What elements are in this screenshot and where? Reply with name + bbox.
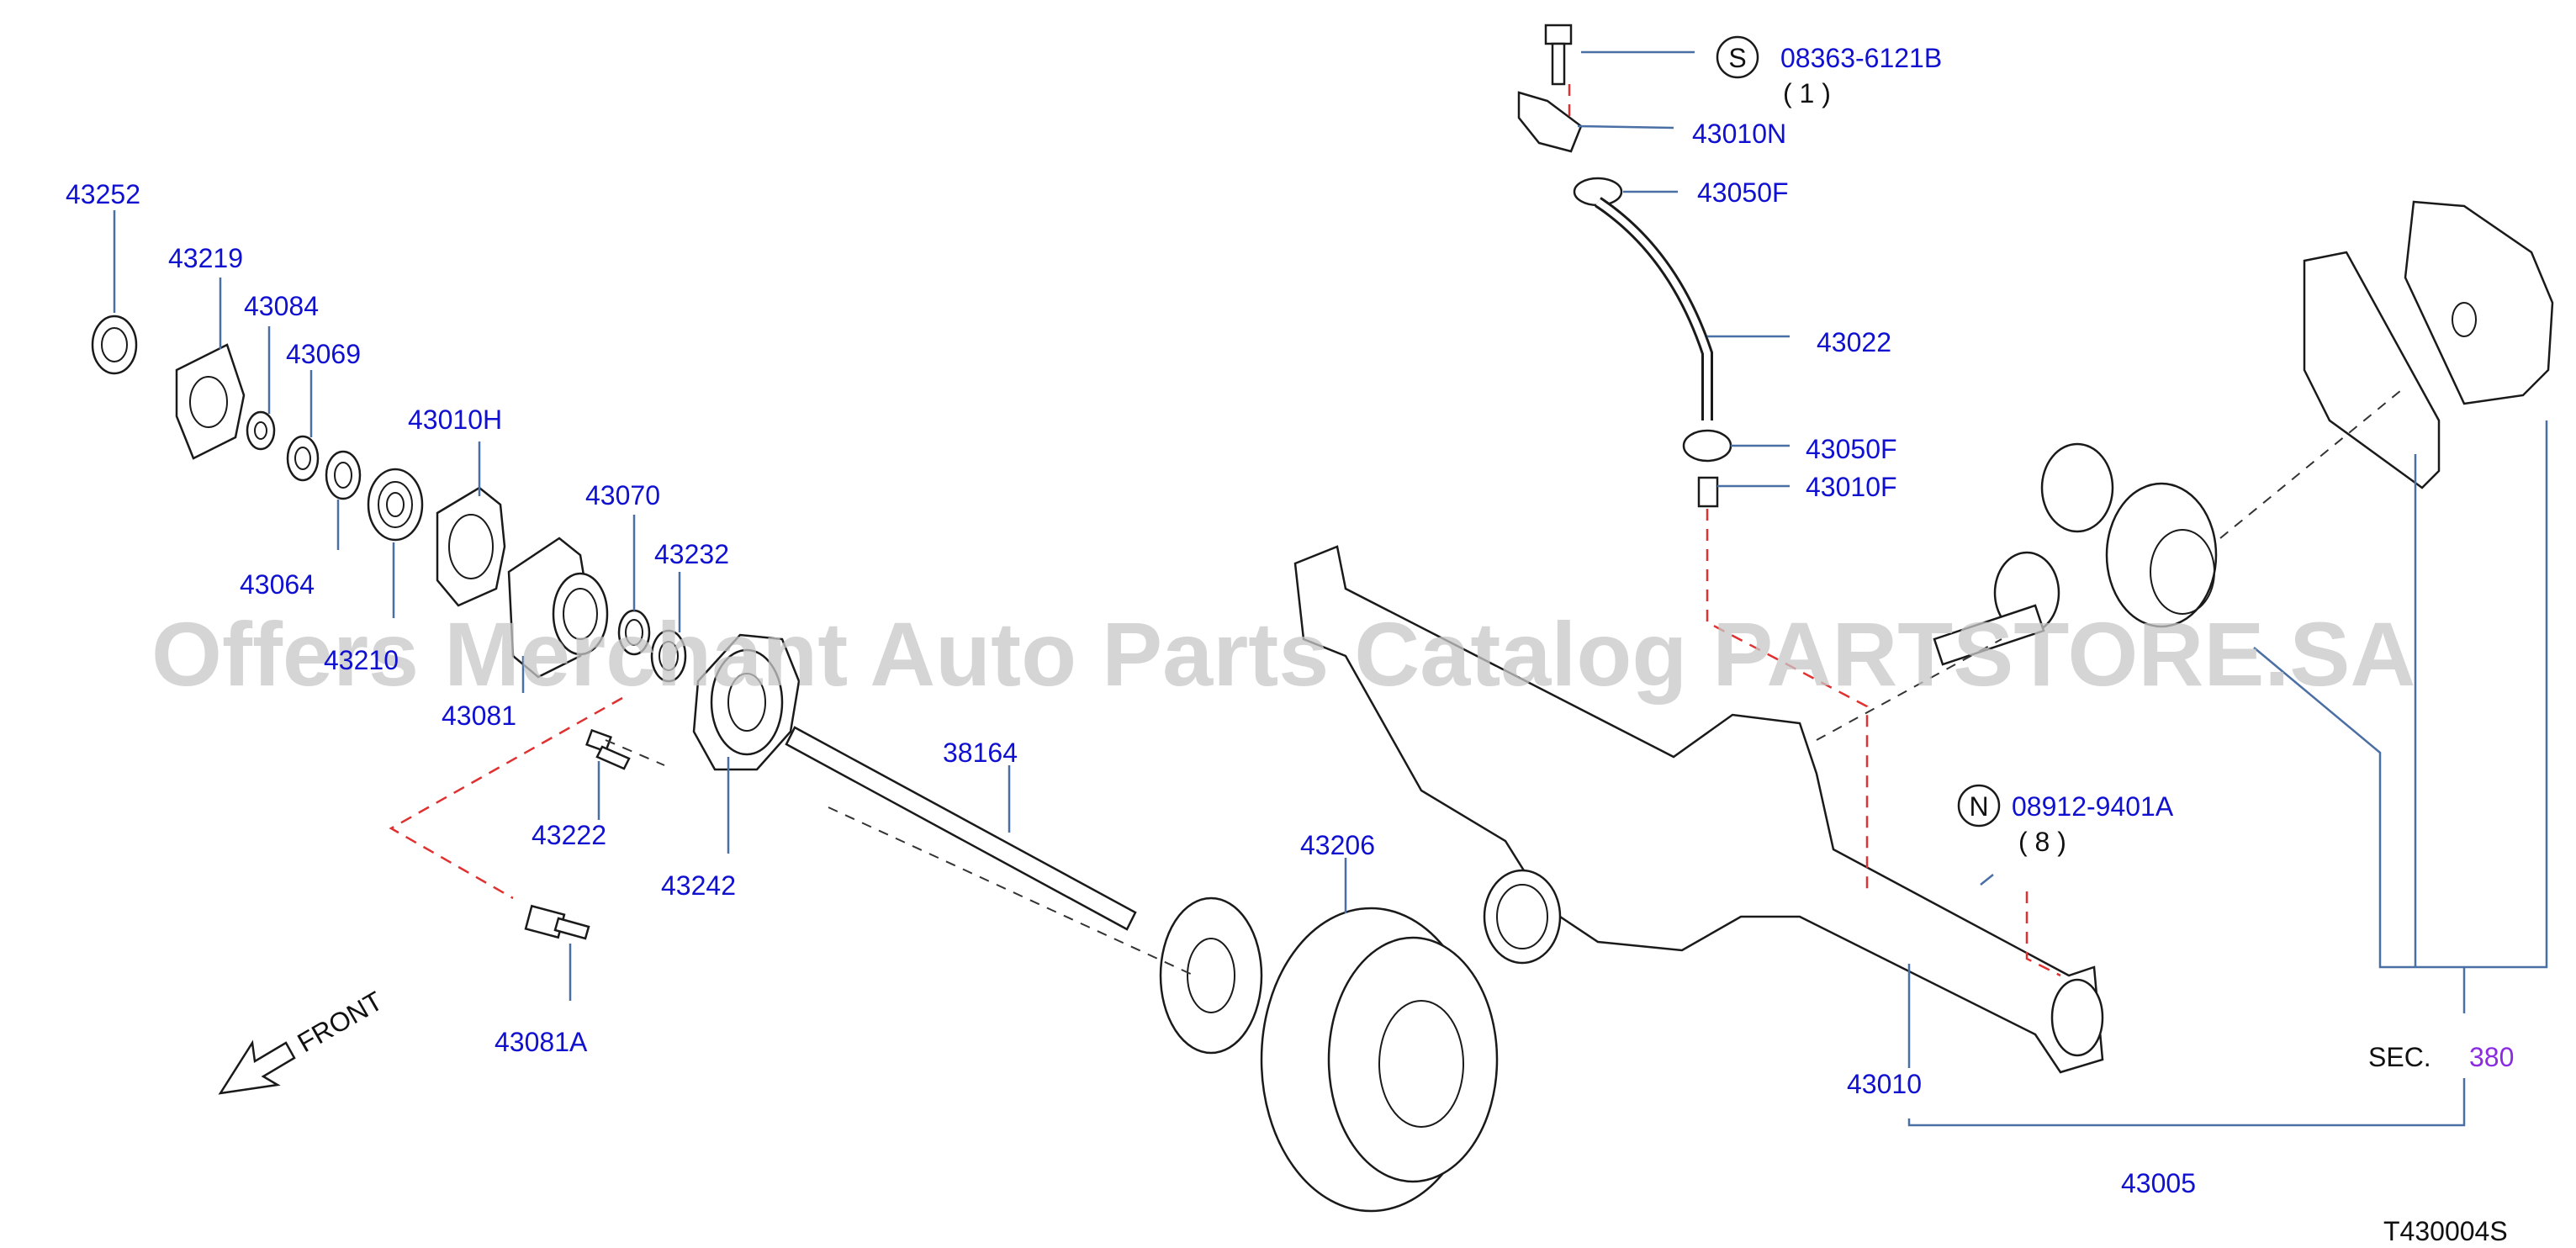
- section-ref-number[interactable]: 380: [2469, 1042, 2514, 1072]
- part-label[interactable]: 43005: [2121, 1168, 2196, 1198]
- front-indicator: FRONT: [293, 986, 388, 1058]
- part-label[interactable]: 43222: [532, 820, 606, 850]
- axle-housing-part: [1293, 545, 2104, 1074]
- breather-fitting-part: [1697, 476, 1719, 508]
- breather-hose-part: [1595, 197, 1713, 420]
- part-label[interactable]: 43010F: [1806, 472, 1897, 502]
- part-label[interactable]: 43242: [661, 870, 736, 901]
- part-label[interactable]: 43010H: [408, 405, 502, 435]
- black-dashed-lines: [605, 386, 2406, 976]
- watermark-text: Offers Merchant Auto Parts Catalog PARTS…: [151, 603, 2415, 705]
- lock-nut-part: [246, 410, 276, 451]
- hose-clamp-lower-part: [1682, 429, 1732, 463]
- part-labels: 43252 43219 43084 43069 43010H 43064 432…: [66, 43, 2196, 1198]
- differential-carrier-part: [1933, 442, 2218, 666]
- part-label[interactable]: 43050F: [1697, 177, 1789, 208]
- oil-seal-part: [91, 315, 138, 375]
- svg-text:N: N: [1969, 791, 1988, 822]
- part-label[interactable]: 43084: [244, 291, 319, 321]
- part-label[interactable]: 43069: [286, 339, 361, 369]
- part-label[interactable]: 43022: [1817, 327, 1891, 357]
- part-label[interactable]: 43252: [66, 179, 140, 209]
- backing-plate-part: [692, 633, 801, 771]
- rear-cover-part: [2404, 200, 2554, 405]
- part-label[interactable]: 43210: [324, 645, 399, 675]
- fastener-part-number[interactable]: 08363-6121B: [1780, 43, 1942, 73]
- spacer-part: [325, 450, 362, 500]
- bearing-cage-plate-part: [436, 486, 506, 607]
- fastener-quantity: ( 8 ): [2018, 827, 2066, 857]
- svg-text:S: S: [1728, 43, 1746, 73]
- part-label[interactable]: 43010N: [1692, 119, 1786, 149]
- part-label[interactable]: 43081: [442, 701, 516, 731]
- s-symbol-circle: S: [1716, 35, 1759, 79]
- gasket-part: [175, 343, 246, 460]
- wheel-bearing-part: [367, 468, 424, 542]
- fastener-part-number[interactable]: 08912-9401A: [2012, 791, 2174, 822]
- part-label[interactable]: 43010: [1847, 1069, 1922, 1099]
- part-label[interactable]: 43219: [168, 243, 243, 273]
- bearing-retainer-part: [507, 537, 609, 679]
- part-label[interactable]: 43081A: [495, 1027, 588, 1057]
- retainer-bolt-part: [524, 904, 590, 940]
- part-label[interactable]: 43070: [585, 480, 660, 510]
- part-label[interactable]: 43206: [1300, 830, 1375, 860]
- brake-drum-part: [1260, 907, 1499, 1213]
- part-label[interactable]: 38164: [943, 738, 1018, 768]
- leader-lines: [113, 50, 2548, 1127]
- breather-connector-part: [1517, 91, 1583, 153]
- section-ref-prefix: SEC.: [2368, 1042, 2431, 1072]
- part-label[interactable]: 43064: [240, 569, 315, 600]
- red-dashed-lines: [389, 84, 2061, 977]
- fastener-quantity: ( 1 ): [1783, 78, 1831, 108]
- carrier-gasket-part: [2303, 251, 2441, 489]
- part-label[interactable]: 43050F: [1806, 434, 1897, 464]
- n-symbol-circle: N: [1957, 784, 2001, 828]
- diagram-code: T430004S: [2383, 1216, 2508, 1246]
- lock-washer-part: [286, 435, 320, 482]
- breather-bolt-part: [1544, 24, 1573, 86]
- hose-clamp-upper-part: [1573, 177, 1623, 207]
- part-label[interactable]: 43232: [654, 539, 729, 569]
- front-arrow-icon: [218, 1039, 296, 1095]
- hub-bolt-part: [585, 728, 631, 770]
- axle-shaft-part: [785, 726, 1263, 1055]
- inner-bearing-part: [650, 629, 687, 683]
